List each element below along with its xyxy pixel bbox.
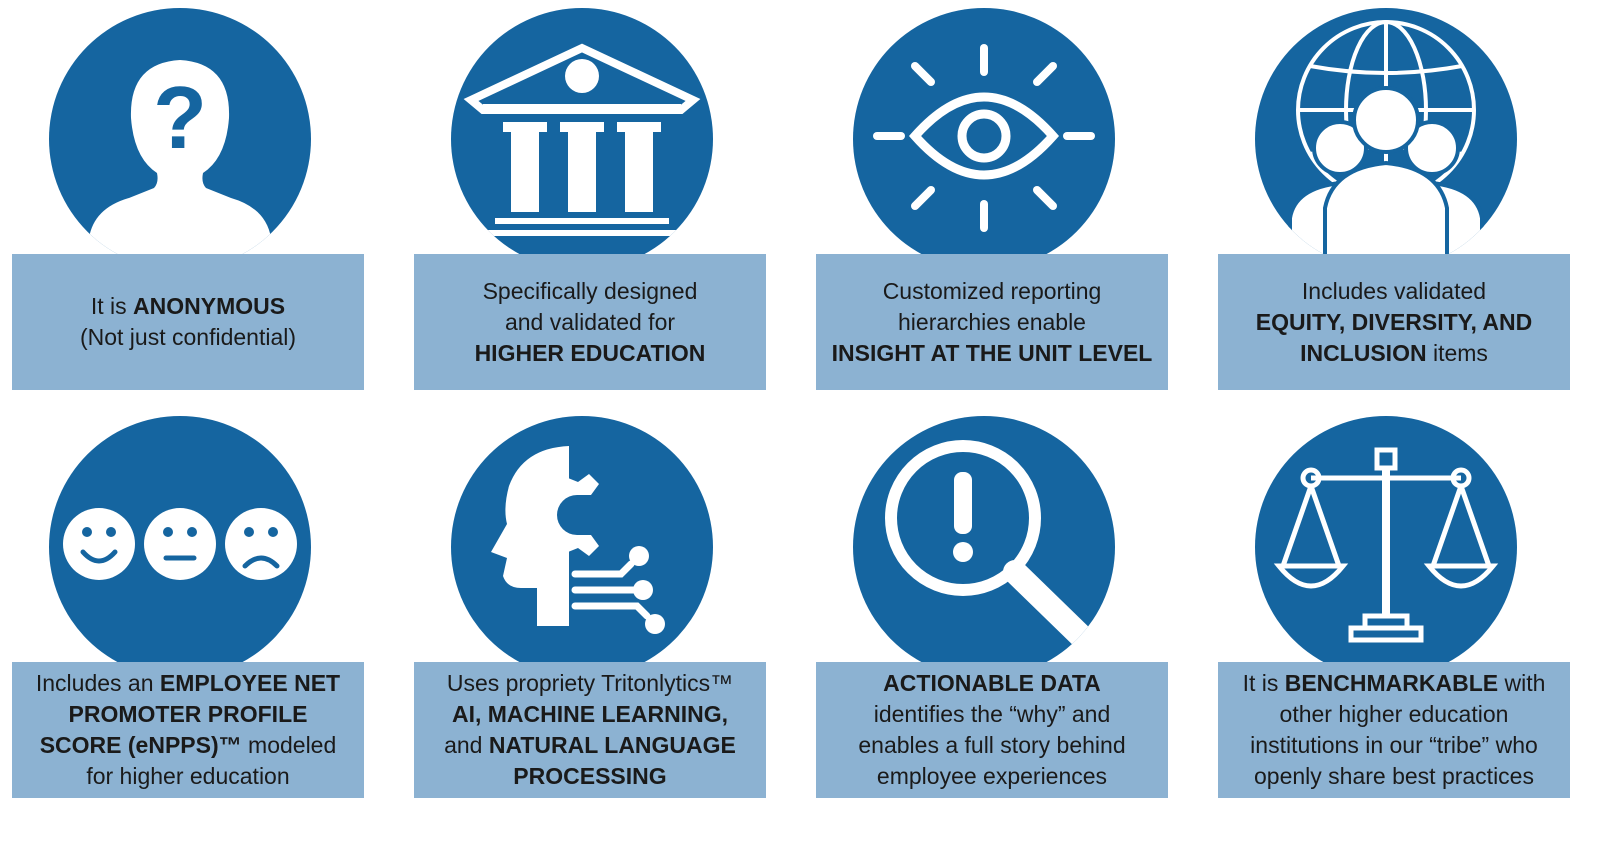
label-line: employee experiences bbox=[858, 761, 1125, 792]
feature-label: Uses propriety Tritonlytics™ AI, MACHINE … bbox=[414, 662, 766, 798]
label-segment: It is bbox=[1242, 670, 1285, 696]
label-text: Uses propriety Tritonlytics™ AI, MACHINE … bbox=[444, 668, 736, 792]
icon-circle bbox=[451, 416, 713, 678]
icon-circle bbox=[451, 8, 713, 270]
label-emphasis: SCORE (eNPPS)™ bbox=[39, 732, 242, 758]
label-emphasis: NATURAL LANGUAGE bbox=[488, 732, 736, 758]
icon-circle bbox=[1255, 416, 1517, 678]
label-line: other higher education bbox=[1243, 699, 1546, 730]
label-segment: enables a full story behind bbox=[858, 732, 1126, 758]
label-line: Includes an EMPLOYEE NET bbox=[36, 668, 340, 699]
feature-label: It is ANONYMOUS(Not just confidential) bbox=[12, 254, 364, 390]
label-segment: Includes an bbox=[35, 670, 160, 696]
anonymous-person-question-icon: ? bbox=[89, 60, 271, 270]
scales-justice-icon bbox=[1273, 447, 1499, 643]
label-segment: for higher education bbox=[86, 763, 290, 789]
globe-people-icon bbox=[1288, 20, 1484, 270]
label-segment: with bbox=[1498, 670, 1546, 696]
label-line: It is ANONYMOUS bbox=[80, 291, 296, 322]
label-emphasis: INCLUSION bbox=[1300, 339, 1427, 366]
label-line: hierarchies enable bbox=[832, 307, 1153, 338]
label-line: openly share best practices bbox=[1243, 761, 1546, 792]
label-text: It is ANONYMOUS(Not just confidential) bbox=[80, 291, 296, 353]
label-emphasis: INSIGHT AT THE UNIT LEVEL bbox=[831, 339, 1153, 366]
icon-circle bbox=[49, 416, 311, 678]
label-segment: hierarchies enable bbox=[898, 308, 1086, 335]
label-segment: and bbox=[444, 732, 489, 758]
label-line: identifies the “why” and bbox=[858, 699, 1125, 730]
label-segment: modeled bbox=[241, 732, 337, 758]
label-emphasis: BENCHMARKABLE bbox=[1284, 670, 1499, 696]
smiley-faces-icon bbox=[63, 508, 297, 580]
label-line: INCLUSION items bbox=[1256, 338, 1532, 369]
feature-label: ACTIONABLE DATA identifies the “why” and e… bbox=[816, 662, 1168, 798]
label-line: ACTIONABLE DATA bbox=[858, 668, 1125, 699]
label-emphasis: EQUITY, DIVERSITY, AND bbox=[1255, 308, 1533, 335]
label-line: HIGHER EDUCATION bbox=[475, 338, 706, 369]
icon-circle bbox=[1255, 8, 1517, 270]
label-line: for higher education bbox=[36, 761, 340, 792]
label-line: AI, MACHINE LEARNING, bbox=[444, 699, 736, 730]
label-line: Uses propriety Tritonlytics™ bbox=[444, 668, 736, 699]
label-line: EQUITY, DIVERSITY, AND bbox=[1256, 307, 1532, 338]
svg-text:?: ? bbox=[153, 68, 207, 167]
label-line: enables a full story behind bbox=[858, 730, 1125, 761]
label-segment: other higher education bbox=[1279, 701, 1509, 727]
label-line: It is BENCHMARKABLE with bbox=[1243, 668, 1546, 699]
label-emphasis: PROMOTER PROFILE bbox=[68, 701, 308, 727]
label-segment: employee experiences bbox=[876, 763, 1108, 789]
label-emphasis: AI, MACHINE LEARNING, bbox=[451, 701, 728, 727]
label-segment: institutions in our “tribe” who bbox=[1250, 732, 1538, 758]
label-segment: Customized reporting bbox=[882, 277, 1102, 304]
label-segment: Uses propriety Tritonlytics™ bbox=[446, 670, 734, 696]
label-segment: (Not just confidential) bbox=[79, 324, 297, 350]
label-line: Specifically designed bbox=[475, 276, 706, 307]
label-line: INSIGHT AT THE UNIT LEVEL bbox=[832, 338, 1153, 369]
icon-circle bbox=[853, 416, 1115, 678]
magnifier-exclamation-icon bbox=[885, 440, 1101, 656]
icon-circle: ? bbox=[49, 8, 311, 270]
label-line: Customized reporting bbox=[832, 276, 1153, 307]
eye-insight-icon bbox=[873, 44, 1095, 232]
label-segment: identifies the “why” and bbox=[873, 701, 1111, 727]
label-emphasis: EMPLOYEE NET bbox=[159, 670, 341, 696]
icon-circle bbox=[853, 8, 1115, 270]
label-line: PROMOTER PROFILE bbox=[36, 699, 340, 730]
label-line: Includes validated bbox=[1256, 276, 1532, 307]
label-segment: Specifically designed bbox=[482, 277, 698, 304]
label-segment: openly share best practices bbox=[1253, 763, 1534, 789]
label-line: (Not just confidential) bbox=[80, 322, 296, 353]
label-line: and validated for bbox=[475, 307, 706, 338]
label-line: SCORE (eNPPS)™ modeled bbox=[36, 730, 340, 761]
ai-head-gear-icon bbox=[491, 446, 665, 634]
label-emphasis: PROCESSING bbox=[513, 763, 667, 789]
label-segment: and validated for bbox=[504, 308, 676, 335]
label-segment: It is bbox=[90, 293, 134, 319]
label-line: and NATURAL LANGUAGE bbox=[444, 730, 736, 761]
label-line: institutions in our “tribe” who bbox=[1243, 730, 1546, 761]
label-text: ACTIONABLE DATA identifies the “why” and e… bbox=[858, 668, 1125, 792]
label-line: PROCESSING bbox=[444, 761, 736, 792]
label-emphasis: HIGHER EDUCATION bbox=[474, 339, 706, 366]
label-emphasis: ANONYMOUS bbox=[133, 293, 286, 319]
label-segment: items bbox=[1426, 339, 1488, 366]
university-building-icon bbox=[463, 43, 701, 236]
label-emphasis: ACTIONABLE DATA bbox=[883, 670, 1101, 696]
label-segment: Includes validated bbox=[1301, 277, 1487, 304]
